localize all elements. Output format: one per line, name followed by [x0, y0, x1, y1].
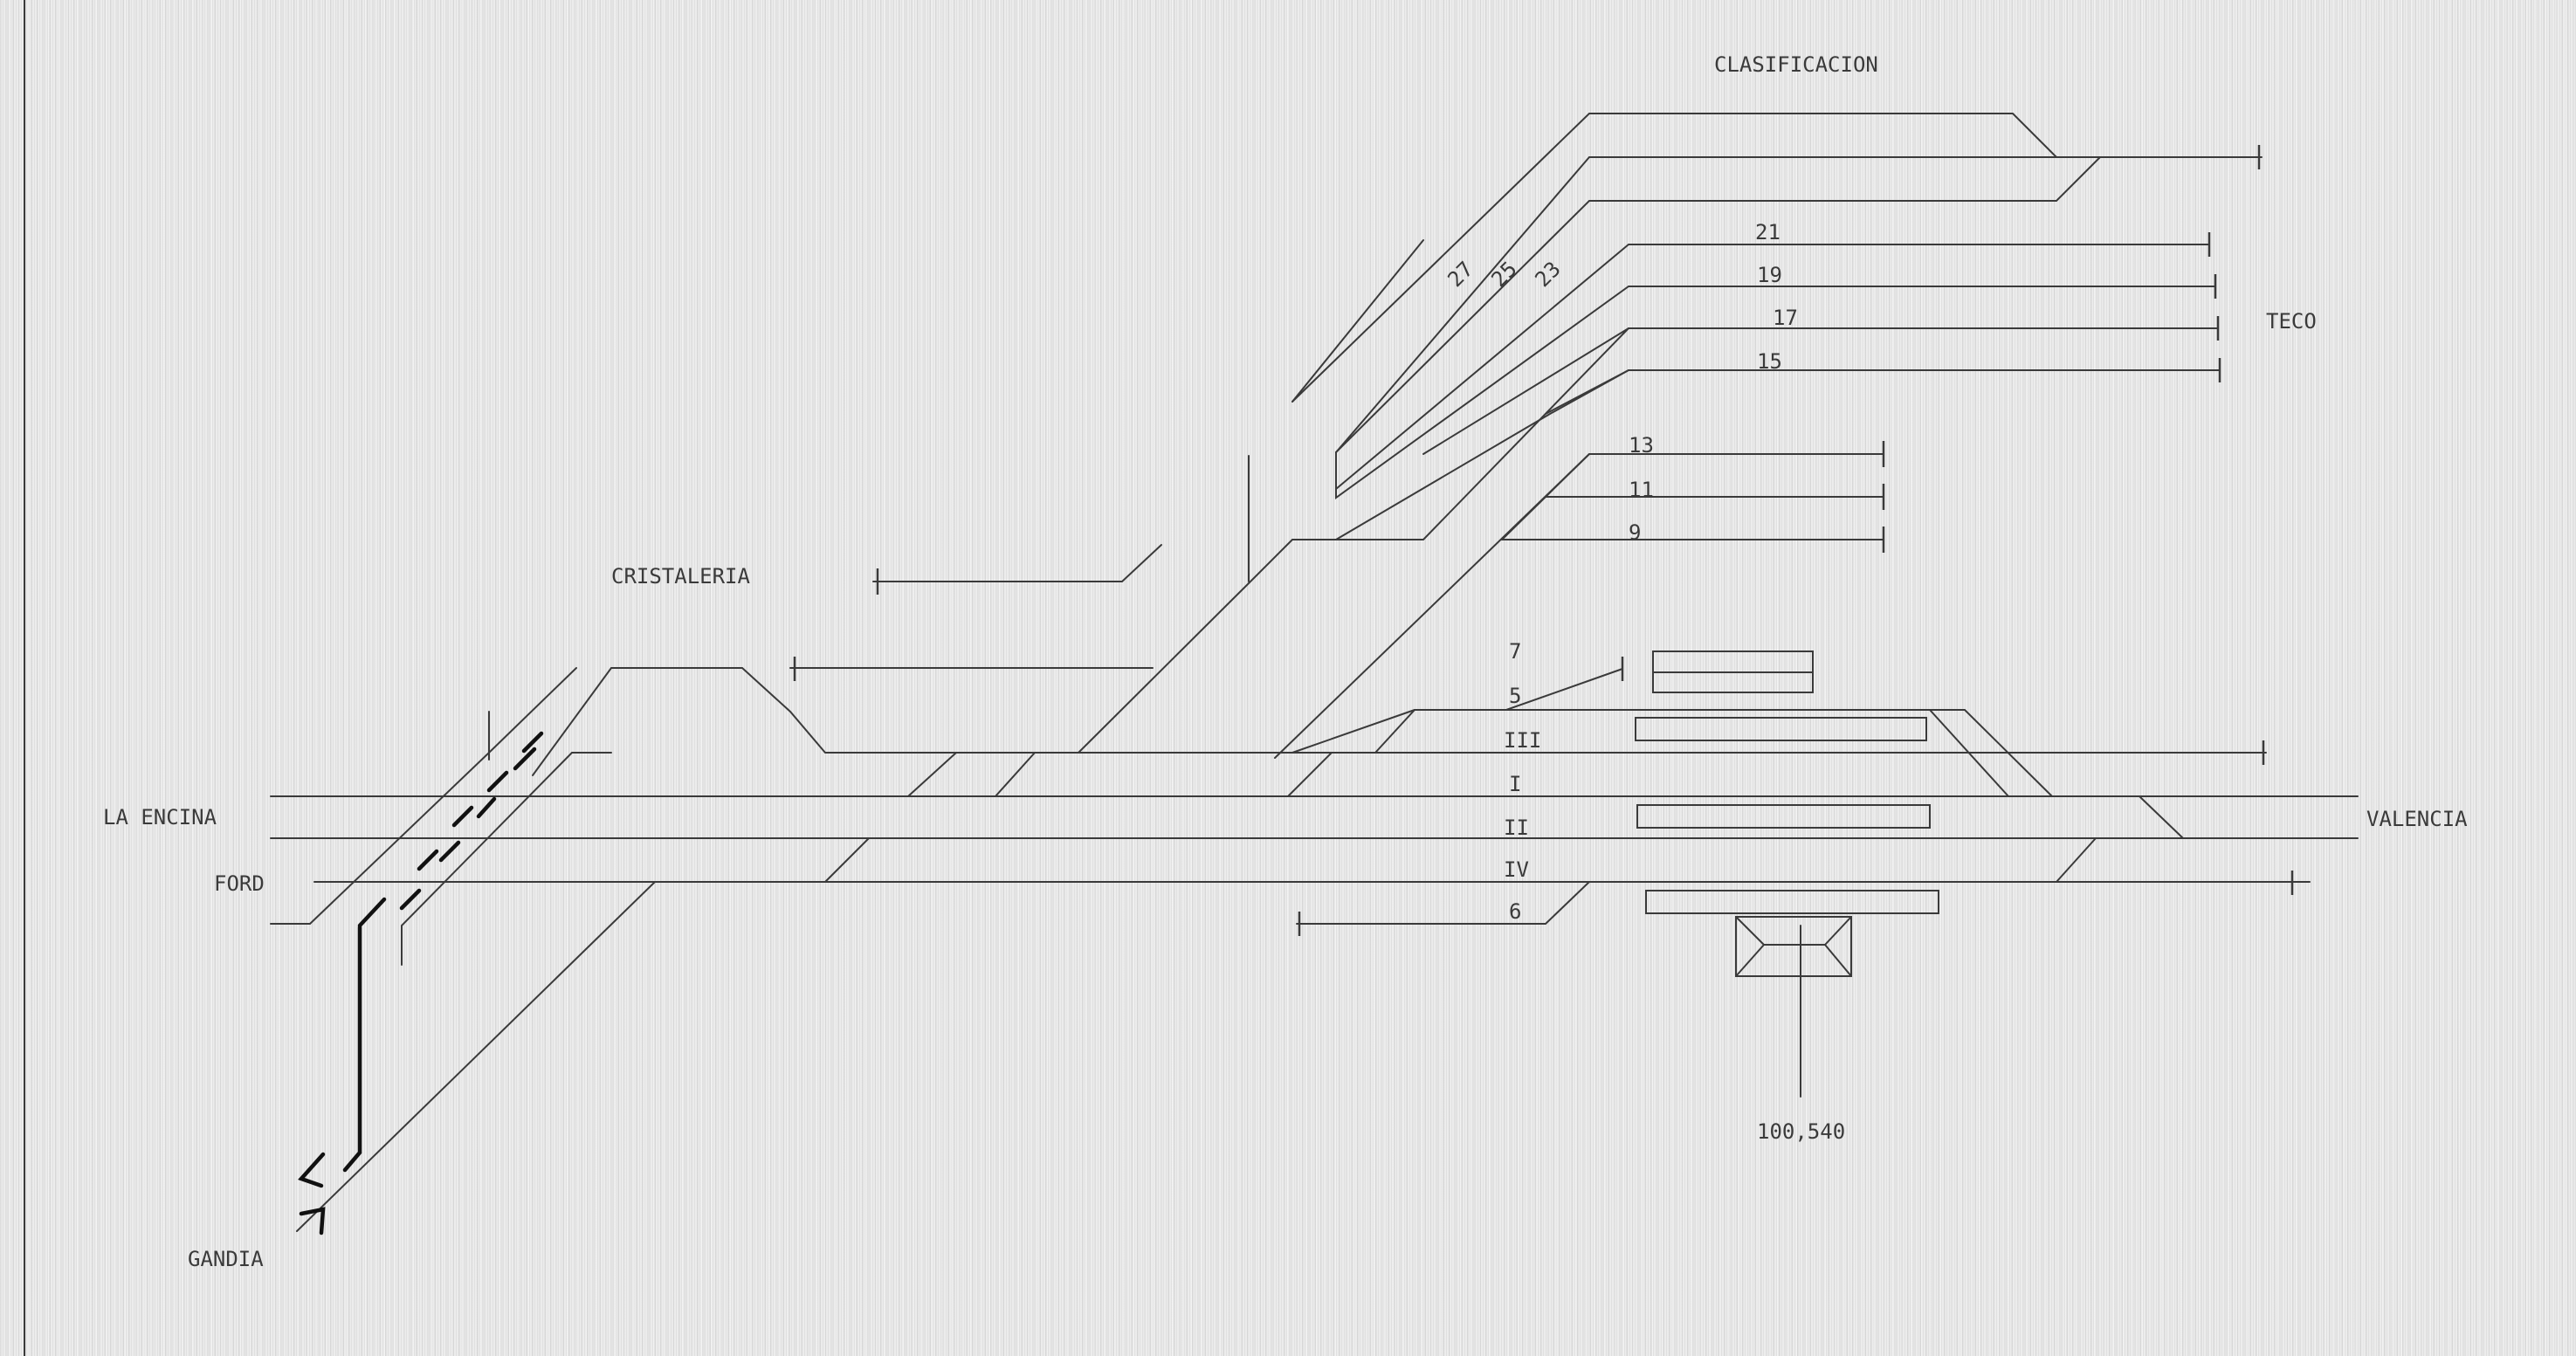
label-ford: FORD: [214, 871, 265, 896]
gandia-line: [296, 881, 656, 1232]
gandia-arrow-left: [298, 1152, 326, 1188]
track-number-25: 25: [1486, 257, 1521, 292]
teco-track-19: [1335, 286, 2216, 499]
hand-drawn-dashes-b: [399, 747, 537, 911]
gandia-arrow-right: [299, 1207, 326, 1236]
clasificacion-track-25: [1335, 156, 2263, 453]
building-roof: [1735, 916, 1852, 977]
station-crossover: [1929, 709, 2053, 797]
teco-connection-b: [1335, 369, 1629, 540]
building-outline: [1735, 916, 1852, 977]
track-number-19: 19: [1757, 263, 1782, 287]
station-track-6: [1296, 881, 1590, 925]
track-number-IV: IV: [1504, 857, 1529, 882]
teco-track-15: [1545, 369, 2221, 415]
track-number-27: 27: [1443, 257, 1477, 292]
track-number-5: 5: [1509, 684, 1521, 708]
clasificacion-main-lead: [1078, 539, 1293, 754]
station-tracks: [270, 657, 2359, 936]
label-la-encina: LA ENCINA: [103, 805, 217, 829]
track-number-23: 23: [1530, 257, 1565, 292]
track-number-15: 15: [1757, 349, 1782, 374]
hand-drawn-line: [342, 925, 362, 1173]
track-number-9: 9: [1629, 520, 1641, 545]
clasificacion-track-23: [1335, 156, 2101, 453]
track-number-II: II: [1504, 816, 1529, 840]
label-gandia: GANDIA: [188, 1247, 264, 1271]
kilometer-point-label: 100,540: [1757, 1119, 1845, 1144]
station-building: [1735, 916, 1852, 1098]
track-number-7: 7: [1509, 639, 1521, 664]
iv-crossover: [2056, 837, 2097, 883]
teco-yard: [1291, 232, 2221, 540]
gandia-junction: [270, 667, 656, 1236]
gandia-siding: [401, 752, 573, 966]
station-crossovers: [824, 752, 1333, 883]
label-clasificacion: CLASIFICACION: [1714, 52, 1878, 77]
label-teco: TECO: [2266, 309, 2317, 334]
track-number-21: 21: [1755, 220, 1780, 244]
valencia-crossover: [2139, 795, 2184, 839]
track-number-I: I: [1509, 772, 1521, 796]
upper-loop-track: [532, 667, 2267, 776]
platforms: [1635, 650, 1939, 914]
platform-III-I: [1635, 717, 1927, 741]
track-9: [1274, 453, 1884, 759]
track-number-11: 11: [1629, 478, 1654, 502]
station-track-5: [1291, 709, 1415, 754]
track-number-III: III: [1504, 728, 1541, 753]
cristaleria-siding: [872, 544, 1162, 595]
track-number-17: 17: [1773, 306, 1798, 330]
station-track-III: [1374, 709, 2009, 797]
ford-connection: [270, 667, 577, 925]
label-cristaleria: CRISTALERIA: [611, 564, 750, 589]
hand-drawn-dashes: [357, 731, 544, 928]
track-number-6: 6: [1509, 899, 1521, 924]
clasificacion-lead: [1291, 239, 1424, 403]
cristaleria-track: [872, 544, 1162, 582]
clasificacion-track-27: [1291, 113, 2057, 403]
clasificacion-yard: [1291, 113, 2263, 453]
teco-track-17: [1422, 327, 2219, 455]
middle-sidings: [1274, 441, 1885, 759]
platform-I-II: [1636, 804, 1931, 829]
track-number-13: 13: [1629, 433, 1654, 458]
label-valencia: VALENCIA: [2366, 807, 2468, 831]
platform-IV-6: [1645, 890, 1939, 914]
